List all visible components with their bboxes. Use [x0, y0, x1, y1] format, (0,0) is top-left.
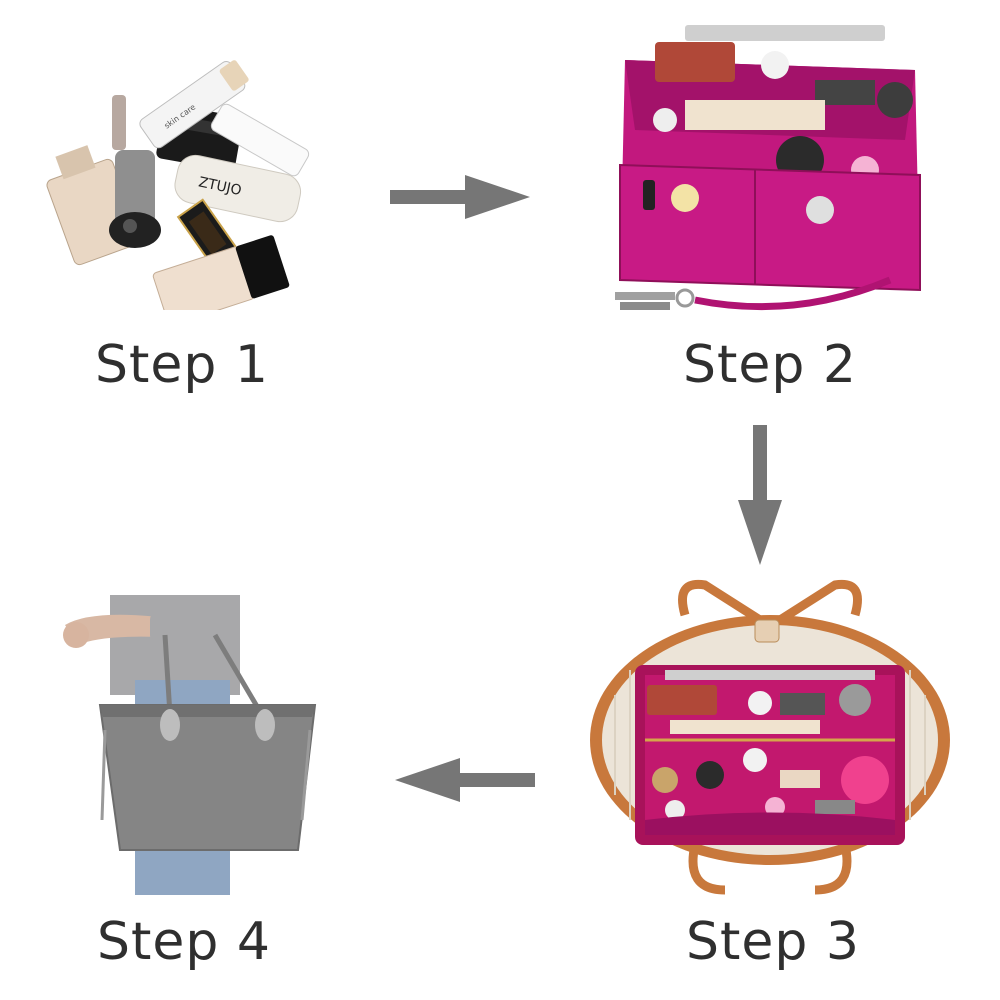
step-4-label: Step 4	[97, 912, 272, 972]
round-compact	[877, 82, 913, 118]
wrist-strap	[694, 276, 892, 311]
white-tube: skin care	[139, 60, 249, 149]
hand	[63, 622, 89, 648]
step-1-label: Step 1	[95, 335, 270, 395]
down-arrow-icon	[738, 420, 783, 570]
gray-tote	[98, 704, 317, 851]
step-3-label: Step 3	[686, 912, 861, 972]
foundation-front	[152, 235, 290, 310]
step-4-image	[50, 595, 325, 900]
step-2-label: Step 2	[683, 335, 858, 395]
left-arrow-icon	[390, 758, 540, 803]
right-arrow-icon	[385, 175, 535, 220]
step-1-image: skin care ZTUJO	[40, 40, 310, 310]
white-tube-2	[210, 103, 310, 177]
notebook	[685, 100, 825, 130]
step-3-image	[585, 575, 955, 900]
white-jar	[761, 51, 789, 79]
tablet	[685, 25, 885, 41]
wallet	[655, 42, 735, 82]
dropper-bottle	[109, 95, 161, 248]
step-2-image	[595, 20, 935, 320]
tote-handle	[678, 579, 763, 624]
keys-icon	[615, 288, 695, 310]
